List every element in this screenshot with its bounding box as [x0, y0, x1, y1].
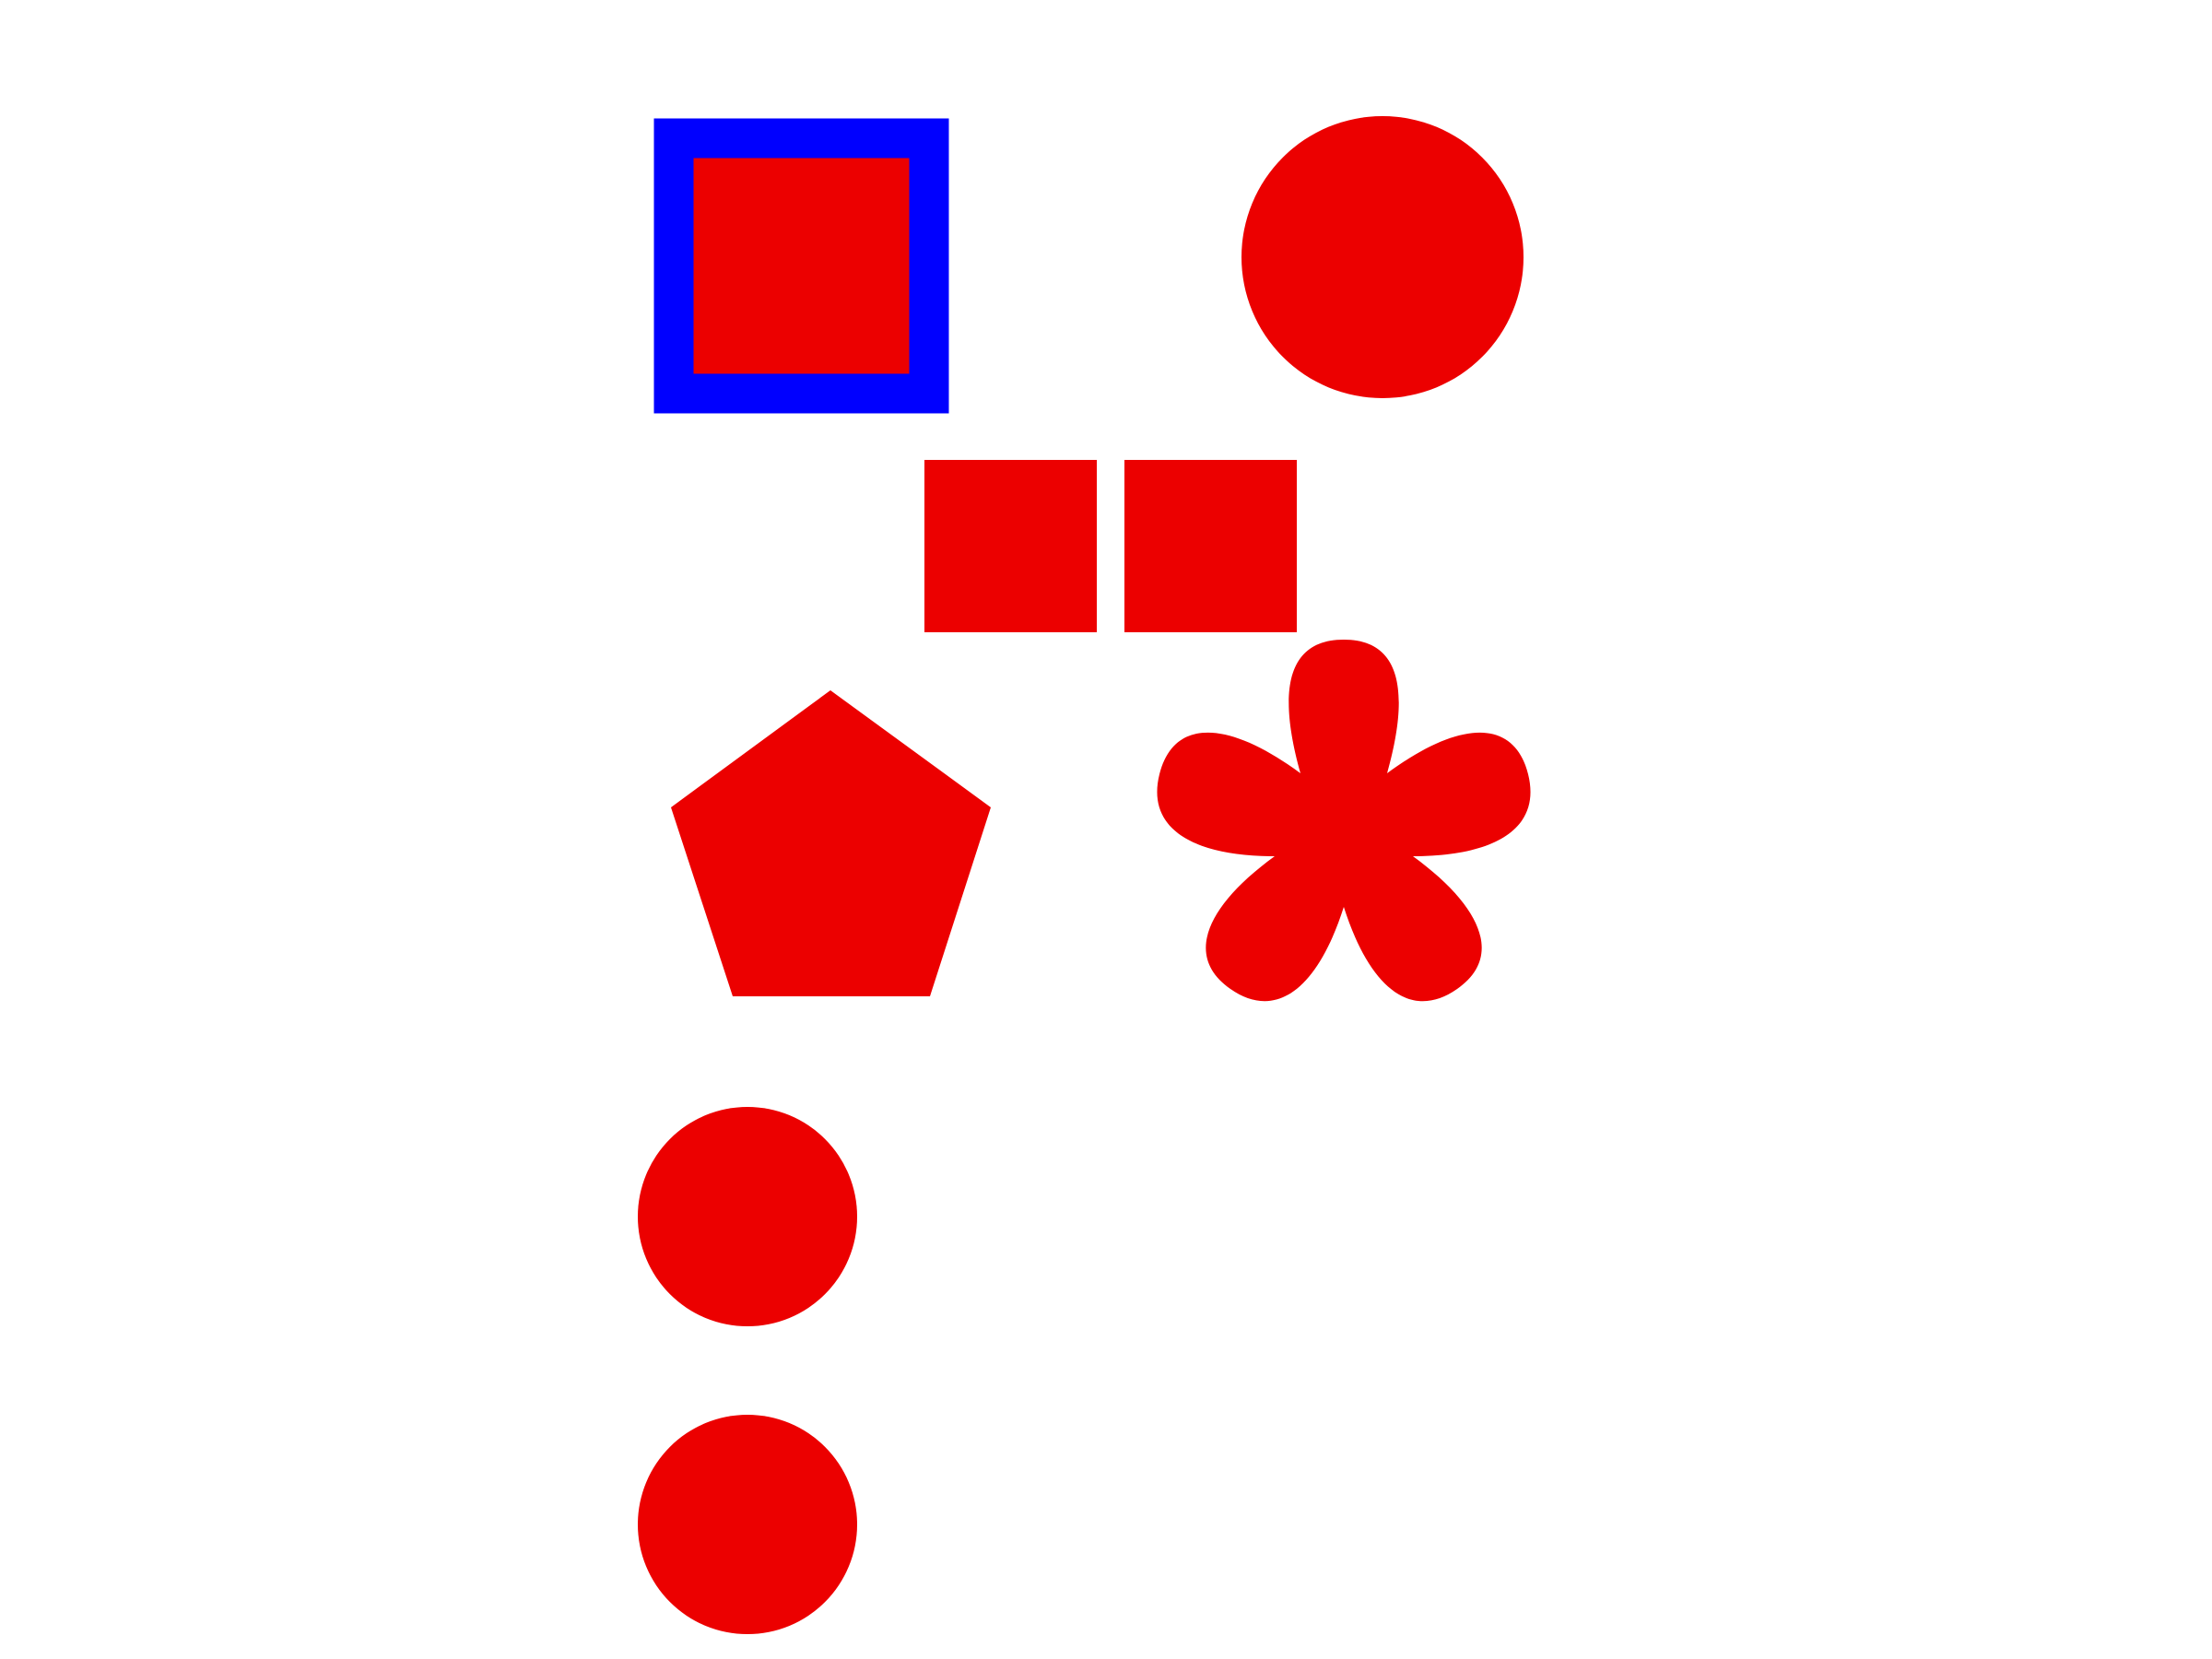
large-circle — [1241, 116, 1524, 398]
outlined-square — [653, 118, 949, 414]
small-square-right — [1124, 460, 1297, 632]
circle-lower — [638, 1415, 857, 1634]
circle-upper — [638, 1107, 857, 1326]
five-petal-flower — [1157, 640, 1531, 1002]
small-square-left — [924, 460, 1097, 632]
pentagon — [671, 690, 991, 996]
